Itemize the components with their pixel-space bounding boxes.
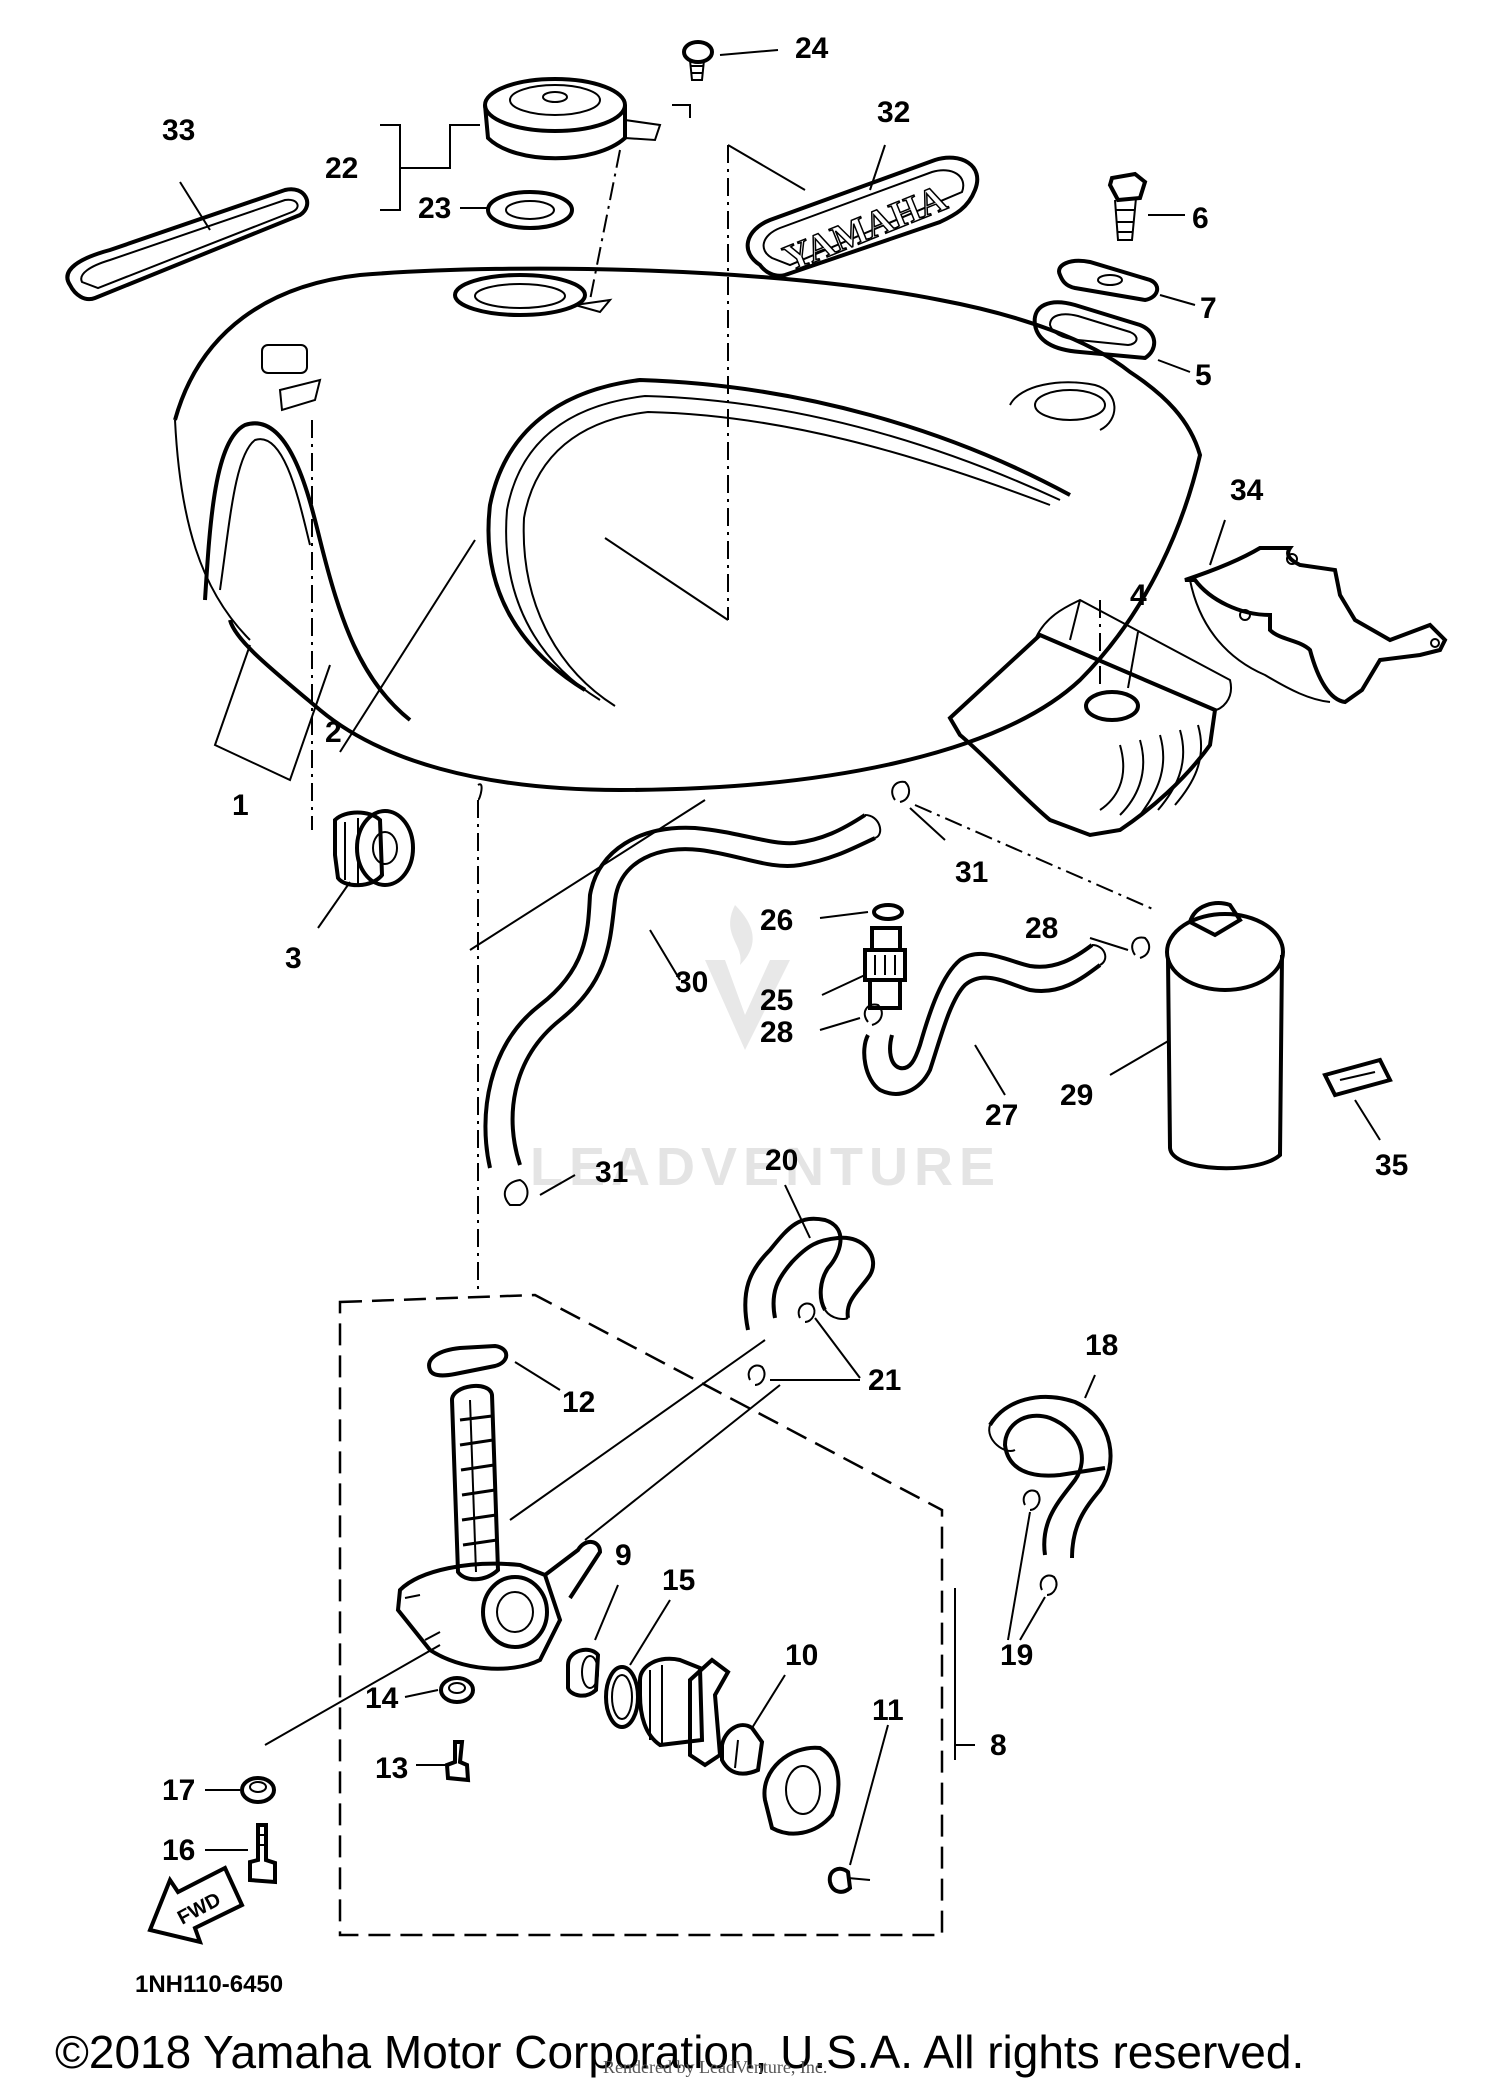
part-number-27: 27 xyxy=(985,1099,1018,1132)
part-number-31-upper: 31 xyxy=(955,856,988,889)
part-number-7: 7 xyxy=(1200,292,1217,325)
forward-arrow-icon: FWD xyxy=(147,1865,245,1945)
part-number-29: 29 xyxy=(1060,1079,1093,1112)
bracket-part-4 xyxy=(947,598,1232,838)
part-number-31-lower: 31 xyxy=(595,1156,628,1189)
fitting-part-25 xyxy=(821,926,907,1010)
drawing-code: 1NH110-6450 xyxy=(135,1971,283,1998)
bolt-part-6 xyxy=(1107,171,1185,241)
fuel-cock-body xyxy=(264,1339,781,1746)
lever-valve xyxy=(638,1656,731,1768)
hose-part-27 xyxy=(862,943,1107,1096)
fuel-cock-assembly-box-part-8 xyxy=(338,783,975,1937)
clip-part-31-upper xyxy=(891,780,1156,911)
watermark-text: LEADVENTURE xyxy=(530,1137,1001,1197)
clip-part-28-left xyxy=(819,1003,883,1031)
part-number-4: 4 xyxy=(1130,579,1147,612)
washer-part-9 xyxy=(566,1584,619,1698)
part-number-21: 21 xyxy=(868,1364,901,1397)
part-number-18: 18 xyxy=(1085,1329,1118,1362)
forward-label: FWD xyxy=(174,1889,225,1930)
part-number-32: 32 xyxy=(877,96,910,129)
damper-part-5 xyxy=(1032,300,1191,373)
screw-part-24 xyxy=(672,40,779,118)
part-number-16: 16 xyxy=(162,1834,195,1867)
leader-2 xyxy=(339,539,476,753)
clips-part-21 xyxy=(747,1302,861,1386)
part-number-19: 19 xyxy=(1000,1639,1033,1672)
clip-part-28-right xyxy=(1089,936,1151,959)
part-number-23: 23 xyxy=(418,192,451,225)
rendered-by-credit: Rendered by LeadVenture, Inc. xyxy=(603,2057,827,2077)
part-number-17: 17 xyxy=(162,1774,195,1807)
hose-part-30 xyxy=(483,813,882,1169)
part-number-6: 6 xyxy=(1192,202,1209,235)
part-number-2: 2 xyxy=(325,716,342,749)
lever-knob-part-10 xyxy=(720,1674,786,1776)
lever-plate xyxy=(762,1745,841,1836)
part-number-33: 33 xyxy=(162,114,195,147)
part-number-8: 8 xyxy=(990,1729,1007,1762)
part-number-1: 1 xyxy=(232,789,249,822)
band-part-35 xyxy=(1322,1057,1393,1141)
gasket-part-12 xyxy=(427,1343,561,1391)
screw-part-13 xyxy=(416,1740,471,1783)
copyright-notice: ©2018 Yamaha Motor Corporation, U.S.A. A… xyxy=(55,2026,1304,2078)
bracket-22 xyxy=(380,124,480,211)
fuel-tank xyxy=(173,144,1203,793)
o-ring-part-26 xyxy=(819,903,904,921)
screw-part-11 xyxy=(827,1724,889,1894)
part-number-13: 13 xyxy=(375,1752,408,1785)
watermark-logo: LEADVENTURE xyxy=(530,905,1001,1197)
part-number-35: 35 xyxy=(1375,1149,1408,1182)
leader-1 xyxy=(213,644,331,782)
part-number-12: 12 xyxy=(562,1386,595,1419)
part-number-30: 30 xyxy=(675,966,708,999)
part-number-9: 9 xyxy=(615,1539,632,1572)
part-number-28-right: 28 xyxy=(1025,912,1058,945)
part-number-15: 15 xyxy=(662,1564,695,1597)
part-number-20: 20 xyxy=(765,1144,798,1177)
clip-part-31-lower xyxy=(503,1174,576,1206)
part-number-10: 10 xyxy=(785,1639,818,1672)
hose-part-18 xyxy=(988,1374,1113,1559)
bolt-part-16 xyxy=(205,1823,277,1885)
hose-part-20 xyxy=(743,1184,876,1331)
washer-part-7 xyxy=(1057,258,1196,306)
part-number-24: 24 xyxy=(795,32,829,65)
part-number-3: 3 xyxy=(285,942,302,975)
cover-part-34 xyxy=(1184,519,1448,705)
part-number-14: 14 xyxy=(365,1682,399,1715)
yamaha-emblem-part-32: YAMAHA xyxy=(745,144,980,281)
part-number-11: 11 xyxy=(872,1694,904,1727)
part-number-5: 5 xyxy=(1195,359,1212,392)
part-number-22: 22 xyxy=(325,152,358,185)
part-number-26: 26 xyxy=(760,904,793,937)
filler-cap-part-22 xyxy=(483,77,662,301)
washer-part-14 xyxy=(404,1676,475,1704)
part-number-34: 34 xyxy=(1230,474,1264,507)
clips-part-19 xyxy=(1007,1489,1058,1641)
gasket-part-33 xyxy=(65,181,310,302)
grommet-part-17 xyxy=(205,1776,276,1804)
drain-plug-part-3 xyxy=(311,420,415,929)
part-number-25: 25 xyxy=(760,984,793,1017)
gasket-part-23 xyxy=(486,190,574,230)
part-number-28-left: 28 xyxy=(760,1016,793,1049)
o-ring-part-15 xyxy=(604,1599,671,1729)
canister-part-29 xyxy=(1109,901,1285,1171)
